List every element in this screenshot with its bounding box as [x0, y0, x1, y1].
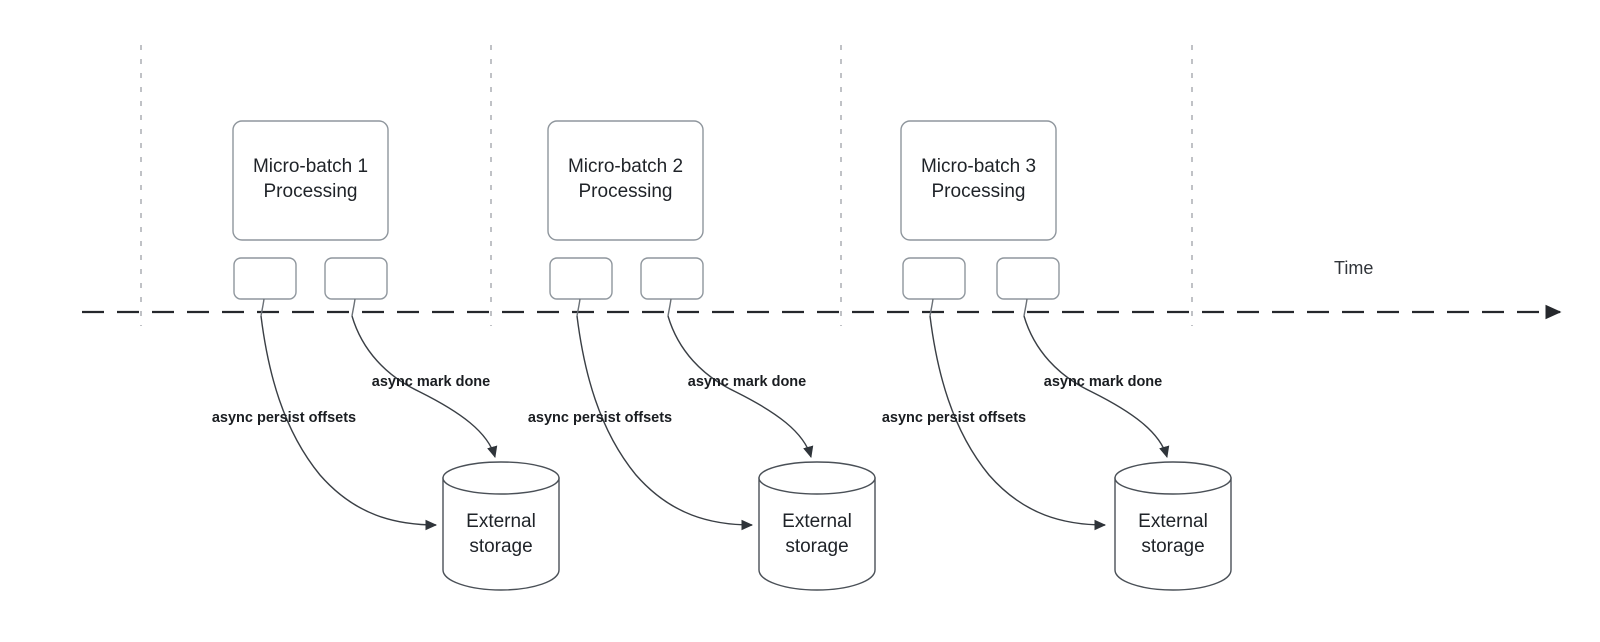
- micro-batch-2-label-line1: Micro-batch 2: [568, 156, 683, 177]
- external-storage-2-body[interactable]: [758, 477, 876, 591]
- group-2: Micro-batch 2 Processing async persist o…: [528, 120, 876, 591]
- external-storage-1-label-line2: storage: [469, 536, 532, 557]
- micro-batch-3-mark-done-arrow: [1023, 315, 1170, 459]
- external-storage-3-label-line2: storage: [1141, 536, 1204, 557]
- external-storage-2-label-line2: storage: [785, 536, 848, 557]
- external-storage-1-label-line1: External: [466, 511, 536, 532]
- micro-batch-2-stub-left: [576, 298, 581, 317]
- external-storage-1[interactable]: External storage: [442, 461, 560, 591]
- micro-batch-2-persist-label: async persist offsets: [528, 410, 672, 426]
- external-storage-3-label-line1: External: [1138, 511, 1208, 532]
- micro-batch-2-task-box-left[interactable]: [549, 257, 613, 300]
- micro-batch-3-processing-box[interactable]: Micro-batch 3 Processing: [900, 120, 1057, 241]
- group-1: Micro-batch 1 Processing async persist o…: [212, 120, 560, 591]
- external-storage-1-top: [442, 461, 560, 495]
- micro-batch-3-stub-right: [1023, 298, 1028, 317]
- timeline-tick-group: [140, 45, 1193, 326]
- micro-batch-3-stub-left: [929, 298, 934, 317]
- micro-batch-2-mark-done-label: async mark done: [688, 374, 806, 390]
- micro-batch-3-label-line1: Micro-batch 3: [921, 156, 1036, 177]
- micro-batch-1-stub-left: [260, 298, 265, 317]
- external-storage-2-top: [758, 461, 876, 495]
- external-storage-1-body[interactable]: [442, 477, 560, 591]
- micro-batch-2-label-line2: Processing: [579, 181, 673, 202]
- micro-batch-3-mark-done-label: async mark done: [1044, 374, 1162, 390]
- micro-batch-3-box-shape[interactable]: [900, 120, 1057, 241]
- micro-batch-2-processing-box[interactable]: Micro-batch 2 Processing: [547, 120, 704, 241]
- micro-batch-3-task-box-right[interactable]: [996, 257, 1060, 300]
- timeline-axis-label: Time: [1334, 258, 1373, 278]
- micro-batch-2-persist-arrow: [576, 315, 754, 531]
- micro-batch-1-task-box-right[interactable]: [324, 257, 388, 300]
- micro-batch-1-task-box-left[interactable]: [233, 257, 297, 300]
- micro-batch-1-mark-done-arrow: [351, 315, 498, 459]
- micro-batch-1-stub-right: [351, 298, 356, 317]
- external-storage-3-top: [1114, 461, 1232, 495]
- external-storage-2[interactable]: External storage: [758, 461, 876, 591]
- external-storage-3-body[interactable]: [1114, 477, 1232, 591]
- micro-batch-2-task-box-right[interactable]: [640, 257, 704, 300]
- micro-batch-1-persist-label: async persist offsets: [212, 410, 356, 426]
- micro-batch-3-label-line2: Processing: [932, 181, 1026, 202]
- micro-batch-1-label-line1: Micro-batch 1: [253, 156, 368, 177]
- micro-batch-2-mark-done-arrow: [667, 315, 814, 459]
- micro-batch-1-persist-arrow: [260, 315, 438, 531]
- micro-batch-3-persist-label: async persist offsets: [882, 410, 1026, 426]
- micro-batch-3-persist-arrow: [929, 315, 1107, 531]
- micro-batch-1-mark-done-label: async mark done: [372, 374, 490, 390]
- micro-batch-3-task-box-left[interactable]: [902, 257, 966, 300]
- external-storage-3[interactable]: External storage: [1114, 461, 1232, 591]
- micro-batch-2-box-shape[interactable]: [547, 120, 704, 241]
- micro-batch-2-stub-right: [667, 298, 672, 317]
- external-storage-2-label-line1: External: [782, 511, 852, 532]
- micro-batch-1-box-shape[interactable]: [232, 120, 389, 241]
- group-3: Micro-batch 3 Processing async persist o…: [882, 120, 1232, 591]
- micro-batch-1-processing-box[interactable]: Micro-batch 1 Processing: [232, 120, 389, 241]
- micro-batch-1-label-line2: Processing: [264, 181, 358, 202]
